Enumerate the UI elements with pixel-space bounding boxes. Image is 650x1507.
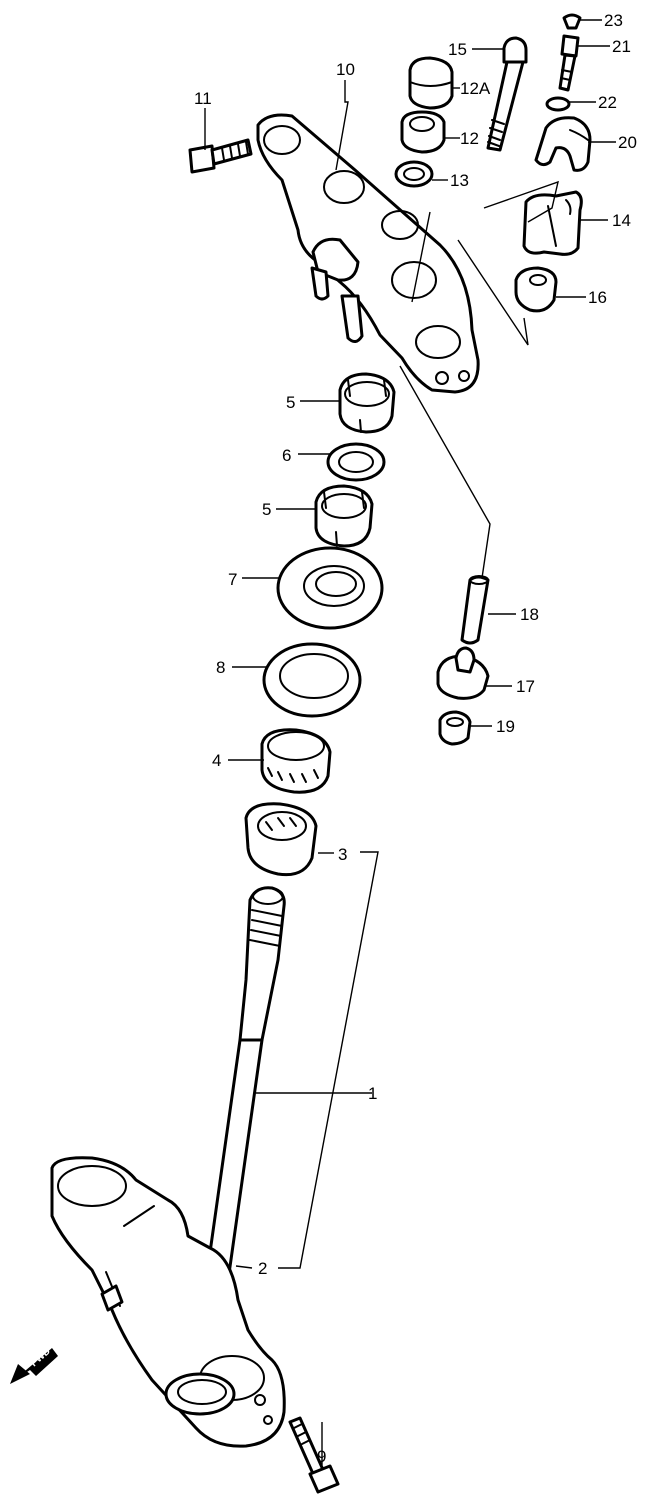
callout-15: 15 (448, 40, 467, 59)
cap-part-23 (562, 13, 582, 30)
callout-13: 13 (450, 171, 469, 190)
callout-labels: 1 2 3 4 5 6 5 7 8 9 10 11 12A 12 13 15 2… (194, 11, 637, 1466)
steering-stem-part-1 (50, 886, 286, 1448)
handlebar-holder-lower-part-14 (522, 190, 583, 256)
callout-18: 18 (520, 605, 539, 624)
bolt-part-21 (558, 34, 580, 92)
callout-23: 23 (604, 11, 623, 30)
callout-20: 20 (618, 133, 637, 152)
damper-part-17 (436, 646, 490, 700)
seal-part-2 (164, 1372, 236, 1416)
callout-3: 3 (338, 845, 347, 864)
callout-14: 14 (612, 211, 631, 230)
rubber-cushion-part-16 (514, 266, 558, 313)
bearing-race-part-8 (262, 642, 362, 718)
callout-12: 12 (460, 129, 479, 148)
pin-part-18 (460, 575, 490, 645)
long-bolt-part-15 (486, 36, 528, 152)
callout-12a: 12A (460, 79, 491, 98)
callout-5-lower: 5 (262, 500, 271, 519)
leader-lines (204, 19, 616, 1465)
callout-6: 6 (282, 446, 291, 465)
handlebar-holder-upper-part-20 (534, 116, 592, 172)
dust-seal-part-7 (276, 546, 384, 630)
callout-7: 7 (228, 570, 237, 589)
washer-part-13 (394, 160, 434, 188)
upper-bracket-part-10 (256, 113, 480, 394)
bearing-part-4 (260, 728, 332, 794)
callout-2: 2 (258, 1259, 267, 1278)
callout-4: 4 (212, 751, 221, 770)
bearing-part-3 (244, 802, 318, 877)
lock-nut-part-5-upper (338, 372, 396, 434)
callout-5-upper: 5 (286, 393, 295, 412)
callout-22: 22 (598, 93, 617, 112)
fwd-arrow-icon: FWD (10, 1346, 58, 1384)
callout-8: 8 (216, 658, 225, 677)
bolt-part-9 (288, 1416, 340, 1494)
callout-1: 1 (368, 1084, 377, 1103)
callout-9: 9 (317, 1447, 326, 1466)
callout-21: 21 (612, 37, 631, 56)
callout-17: 17 (516, 677, 535, 696)
callout-16: 16 (588, 288, 607, 307)
nut-part-19 (438, 710, 472, 746)
cap-nut-part-12a (408, 56, 454, 110)
callout-11: 11 (194, 89, 212, 108)
callout-19: 19 (496, 717, 515, 736)
nut-part-12 (400, 110, 446, 154)
callout-10: 10 (336, 60, 355, 79)
bolt-part-11 (188, 138, 253, 174)
lock-nut-part-5-lower (314, 484, 374, 548)
washer-part-6 (326, 442, 386, 482)
spring-washer-part-22 (545, 96, 571, 112)
